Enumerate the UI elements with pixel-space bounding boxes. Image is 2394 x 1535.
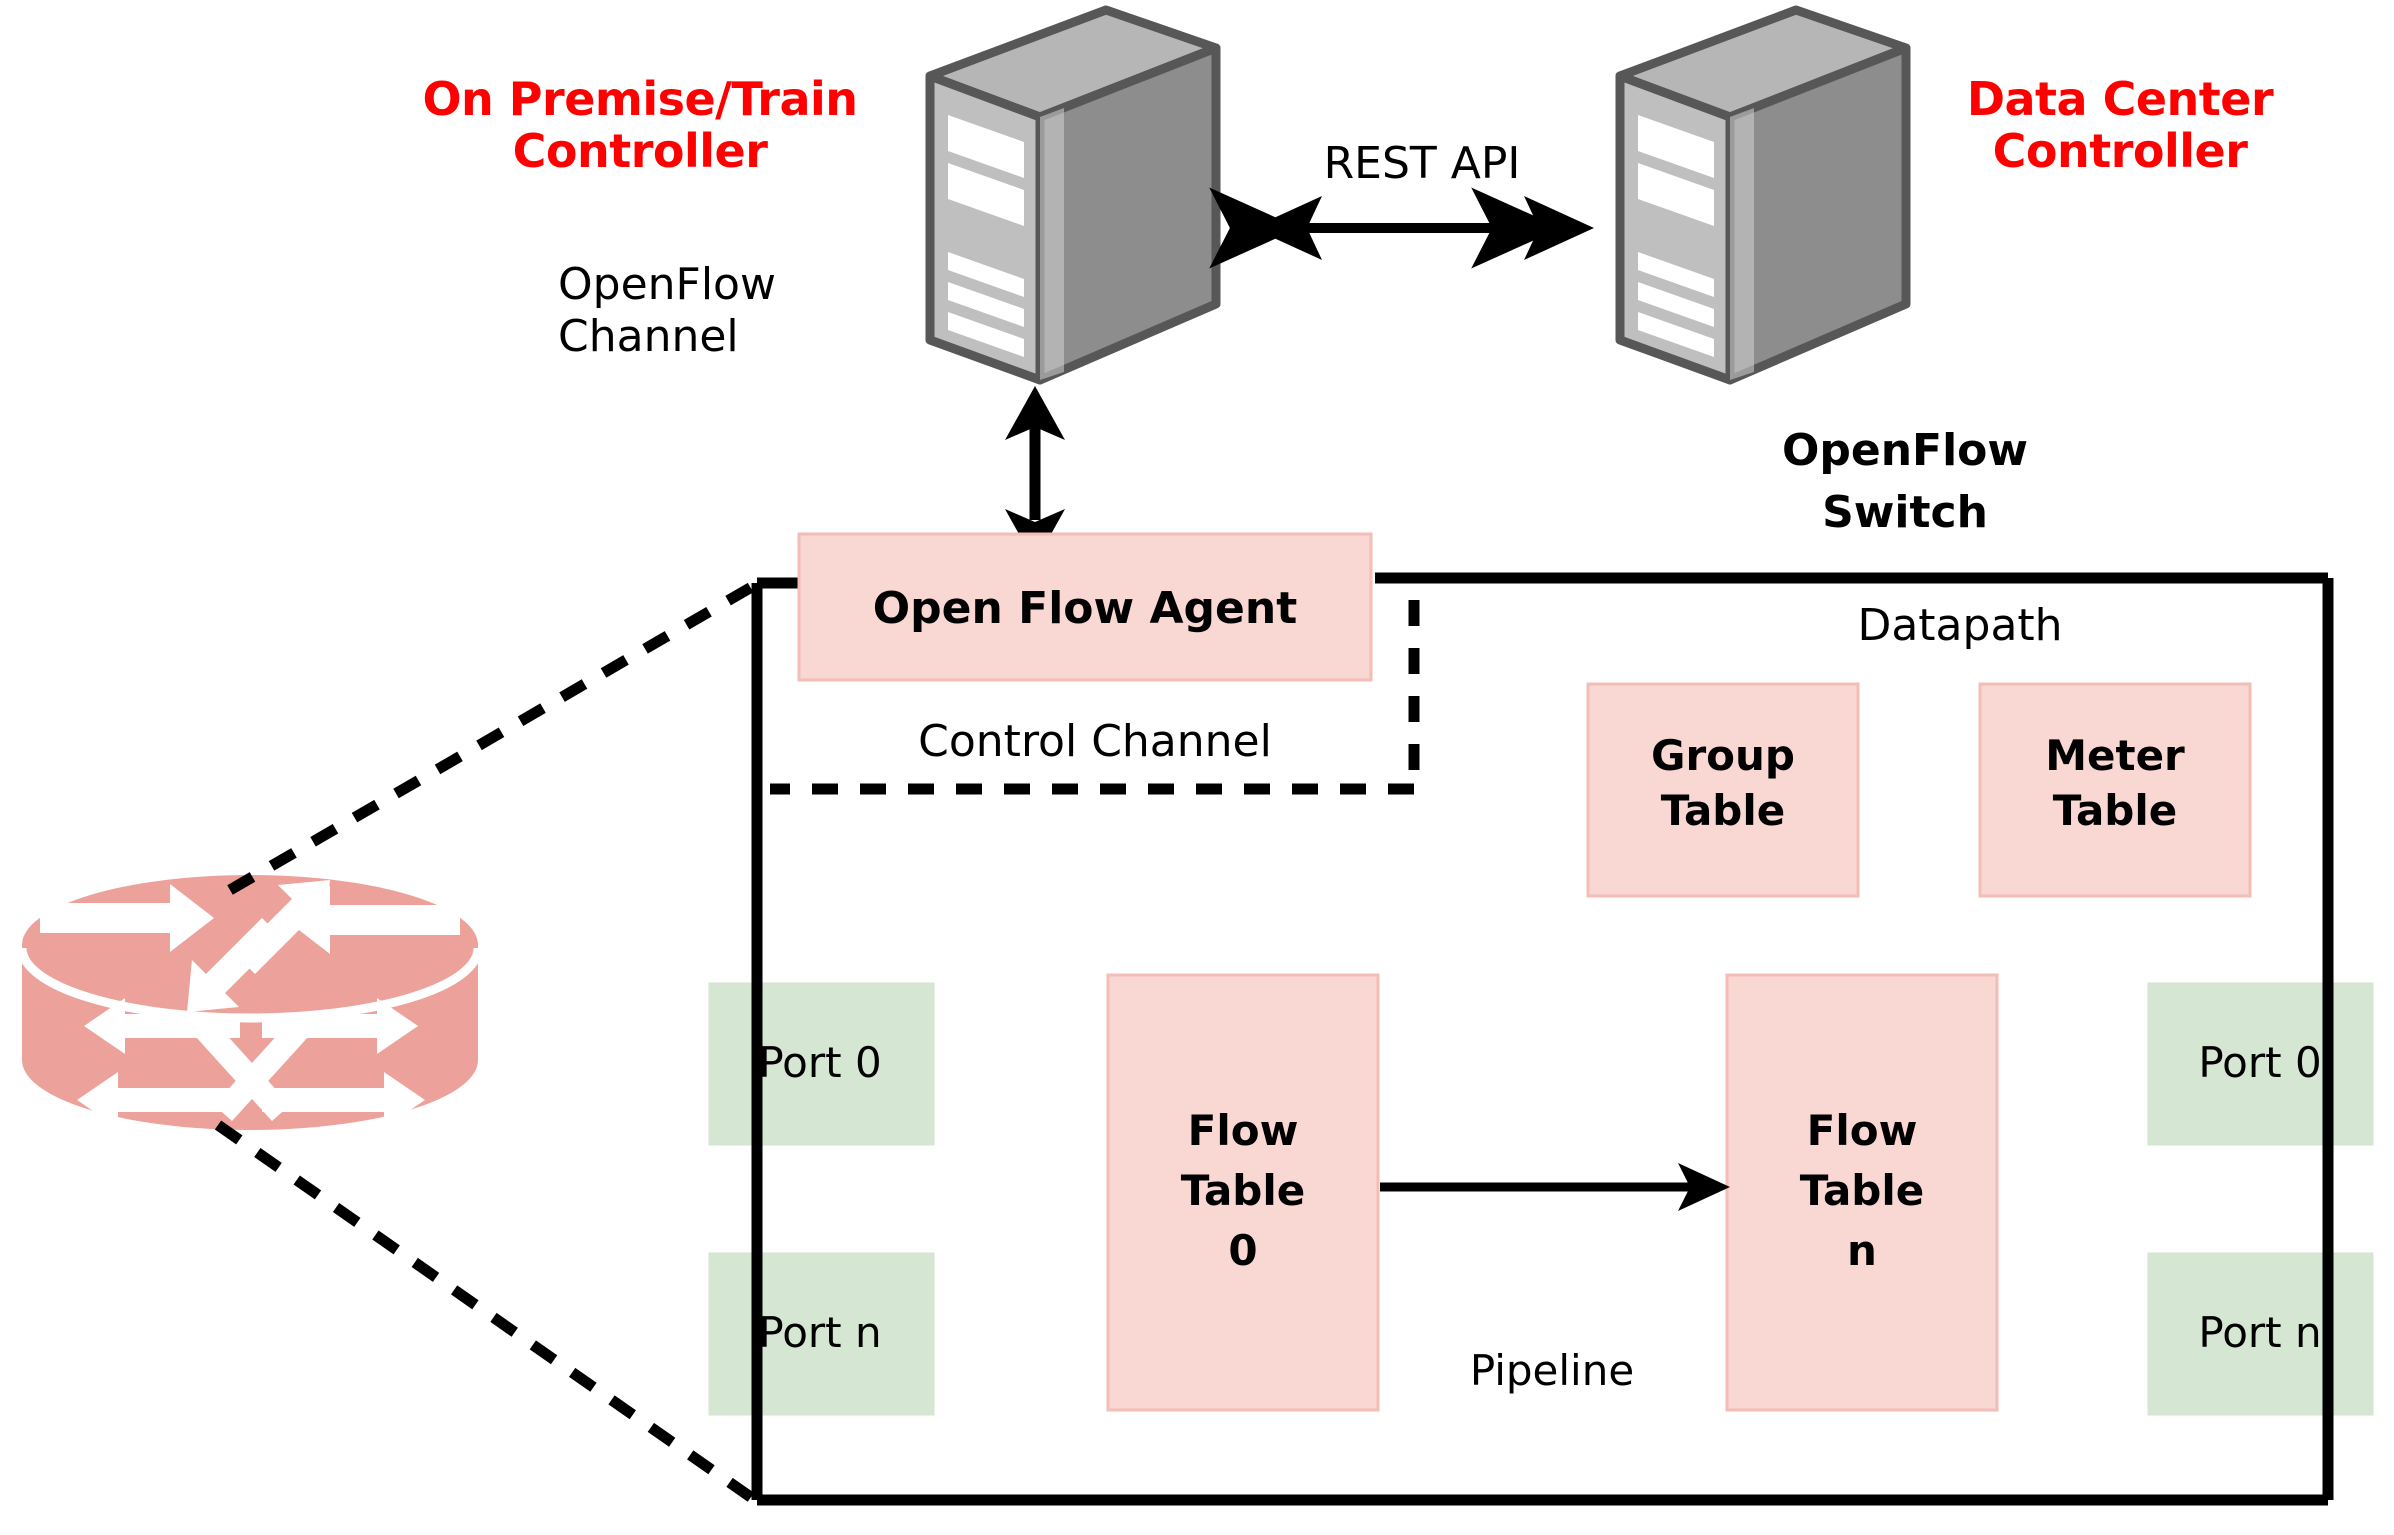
flow-table-n-label-line1: Flow: [1807, 1106, 1918, 1155]
flow-table-n-label-line3: n: [1847, 1226, 1877, 1275]
router-callout-lines: [214, 580, 758, 1503]
switch-boundary-overlay: [751, 900, 2334, 1500]
pipeline-arrow-icon: [1380, 1163, 1730, 1211]
control-channel-label: Control Channel: [918, 716, 1272, 767]
group-table-label-line1: Group: [1651, 731, 1795, 780]
flow-table-n-box[interactable]: [1725, 973, 1999, 1412]
open-flow-agent-box[interactable]: [797, 532, 1373, 682]
port-right-n-box[interactable]: [2147, 1252, 2374, 1416]
meter-table-label-line2: Table: [2053, 786, 2178, 835]
openflow-switch-title-line2: Switch: [1822, 487, 1988, 538]
flow-table-0-box[interactable]: [1106, 973, 1380, 1412]
data-center-controller-label-line2: Controller: [1993, 124, 2249, 178]
port-left-n-box[interactable]: [708, 1252, 935, 1416]
on-premise-controller-label-line2: Controller: [513, 124, 769, 178]
openflow-switch-title-line1: OpenFlow: [1782, 425, 2028, 476]
pipeline-label: Pipeline: [1470, 1346, 1634, 1395]
router-icon[interactable]: [17, 875, 483, 1130]
port-right-n-label: Port n: [2198, 1308, 2321, 1357]
flow-table-0-label-line3: 0: [1228, 1226, 1257, 1275]
port-right-0-box[interactable]: [2147, 982, 2374, 1146]
port-right-0-label: Port 0: [2198, 1038, 2321, 1087]
data-center-controller-label-line1: Data Center: [1967, 72, 2274, 126]
double-arrow-horizontal-icon: [1209, 187, 1594, 269]
open-flow-agent-label: Open Flow Agent: [873, 583, 1297, 634]
openflow-channel-label-line1: OpenFlow: [558, 259, 776, 310]
group-table-label-line2: Table: [1661, 786, 1786, 835]
datapath-label: Datapath: [1857, 600, 2062, 651]
server-tower-icon-left: [925, 5, 1221, 385]
server-tower-icon-right: [1615, 5, 1911, 385]
port-left-0-label: Port 0: [758, 1038, 881, 1087]
flow-table-0-label-line1: Flow: [1188, 1106, 1299, 1155]
meter-table-label-line1: Meter: [2045, 731, 2185, 780]
on-premise-controller-label-line1: On Premise/Train: [422, 72, 857, 126]
port-left-0-box[interactable]: [708, 982, 935, 1146]
control-channel-boundary: [770, 600, 1420, 795]
flow-table-0-label-line2: Table: [1181, 1166, 1306, 1215]
port-left-n-label: Port n: [758, 1308, 881, 1357]
group-table-box[interactable]: [1586, 682, 1860, 898]
flow-table-n-label-line2: Table: [1800, 1166, 1925, 1215]
meter-table-box[interactable]: [1978, 682, 2252, 898]
rest-api-label: REST API: [1324, 138, 1521, 189]
openflow-channel-label-line2: Channel: [558, 311, 739, 362]
